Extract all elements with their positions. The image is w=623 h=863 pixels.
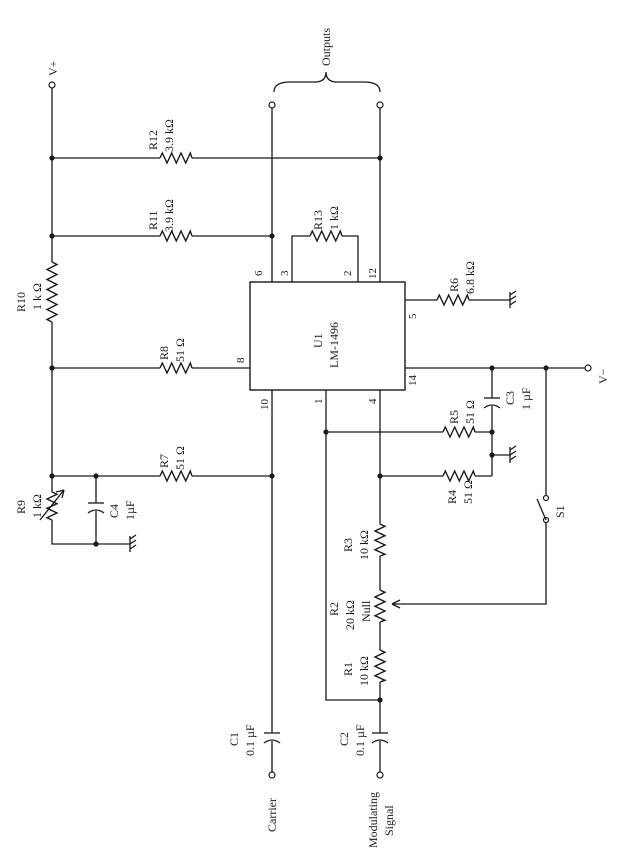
- r7-value: 51 Ω: [173, 446, 187, 470]
- r8-symbol: [159, 361, 193, 375]
- r10-symbol: [45, 261, 59, 323]
- r5-value: 51 Ω: [463, 400, 477, 424]
- modulating-label: Modulating: [366, 792, 380, 848]
- c3-ref: C3: [503, 391, 517, 405]
- pin-12-label: 12: [367, 268, 379, 279]
- signal-label: Signal: [382, 805, 396, 836]
- ground-r4r5-icon: [509, 445, 517, 463]
- u1-ref: U1: [311, 333, 325, 348]
- r6-value: 6.8 kΩ: [463, 261, 477, 294]
- pin-2-label: 2: [342, 271, 354, 277]
- vplus-label: V+: [46, 60, 60, 76]
- vminus-label: V−: [596, 368, 610, 384]
- pin-4-label: 4: [367, 398, 379, 404]
- s1-ref: S1: [553, 505, 567, 518]
- c4-value: 1µF: [123, 500, 137, 520]
- r12-symbol: [159, 151, 193, 165]
- c4-symbol: [87, 502, 105, 514]
- c1-value: 0.1 µF: [243, 724, 257, 756]
- r7-symbol: [159, 469, 193, 483]
- r9-ref: R9: [14, 500, 28, 514]
- modulating-terminal: [376, 771, 384, 779]
- carrier-label: Carrier: [265, 798, 279, 832]
- wires: [51, 88, 585, 772]
- pin-8-label: 8: [235, 357, 247, 363]
- r8-value: 51 Ω: [173, 338, 187, 362]
- r13-value: 1 kΩ: [327, 206, 341, 230]
- r2-symbol: [373, 589, 387, 623]
- vminus-terminal: [584, 364, 592, 372]
- output-terminal-left: [268, 101, 276, 109]
- r1-value: 10 kΩ: [357, 656, 371, 686]
- r3-ref: R3: [341, 538, 355, 552]
- r1-ref: R1: [341, 662, 355, 676]
- r13-symbol: [309, 229, 343, 243]
- u1-part: LM-1496: [327, 322, 341, 368]
- c2-symbol: [371, 732, 389, 744]
- r4-value: 51 Ω: [461, 480, 475, 504]
- r2-ref: R2: [327, 602, 341, 616]
- r4-ref: R4: [445, 490, 459, 504]
- pin-10-label: 10: [259, 399, 271, 411]
- c1-ref: C1: [227, 732, 241, 746]
- c3-symbol: [483, 397, 501, 409]
- r5-symbol: [442, 425, 476, 439]
- ground-r6-icon: [509, 290, 517, 308]
- r8-ref: R8: [157, 346, 171, 360]
- pin-3-label: 3: [279, 270, 291, 276]
- r12-value: 3.9 kΩ: [162, 119, 176, 152]
- component-labels: U1 LM-1496 V+ V− Outputs R12 3.9 kΩ R1 1 …: [14, 28, 610, 848]
- c4-ref: C4: [107, 504, 121, 518]
- capacitors: [87, 397, 501, 744]
- r2-note: Null: [359, 600, 373, 622]
- output-terminal-right: [376, 101, 384, 109]
- r10-ref: R10: [14, 292, 28, 312]
- r10-value: 1 k Ω: [30, 283, 44, 310]
- vplus-terminal: [48, 81, 56, 89]
- carrier-terminal: [268, 771, 276, 779]
- r2-wiper-arrow: [391, 599, 401, 609]
- r9-value: 1 kΩ: [30, 494, 44, 518]
- c2-value: 0.1 µF: [353, 724, 367, 756]
- pin-1-label: 1: [313, 399, 325, 405]
- r3-value: 10 kΩ: [357, 530, 371, 560]
- junctions: [49, 155, 549, 703]
- r3-symbol: [373, 523, 387, 557]
- c3-value: 1 µF: [519, 387, 533, 410]
- c1-symbol: [263, 732, 281, 744]
- outputs-brace: [273, 71, 381, 93]
- s1-switch-symbol: [536, 494, 550, 524]
- r2-value: 20 kΩ: [343, 600, 357, 630]
- pin-6-label: 6: [253, 270, 265, 276]
- r11-symbol: [159, 229, 193, 243]
- pin-numbers: 6 3 2 12 8 5 14 10 1 4: [235, 268, 419, 410]
- ground-c4-icon: [129, 534, 137, 552]
- pin-5-label: 5: [407, 313, 419, 319]
- u1-chip-box: [249, 281, 406, 391]
- pin-14-label: 14: [407, 375, 419, 387]
- r6-symbol: [436, 293, 470, 307]
- r4-symbol: [442, 469, 476, 483]
- r5-ref: R5: [447, 410, 461, 424]
- c2-ref: C2: [337, 732, 351, 746]
- r7-ref: R7: [157, 454, 171, 468]
- r11-ref: R11: [146, 210, 160, 230]
- r13-ref: R13: [311, 210, 325, 230]
- r6-ref: R6: [447, 278, 461, 292]
- r12-ref: R12: [146, 130, 160, 150]
- outputs-label: Outputs: [319, 28, 333, 66]
- r1-symbol: [373, 649, 387, 683]
- r9-wiper-arrow: [39, 489, 65, 521]
- r11-value: 3.9 kΩ: [162, 199, 176, 232]
- resistors: [45, 151, 476, 683]
